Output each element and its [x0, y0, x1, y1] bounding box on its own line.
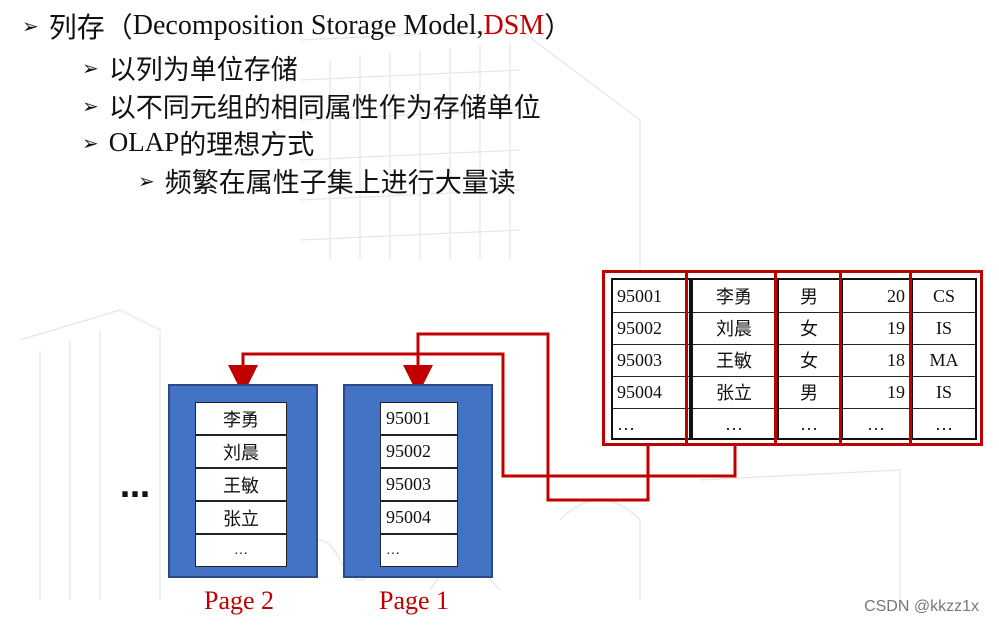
page-cell: … — [380, 534, 458, 567]
bullet-text: 的理想方式 — [179, 130, 315, 161]
table-cell: 王敏 — [693, 344, 775, 377]
table-cell: 男 — [779, 280, 839, 313]
table-cell: 女 — [779, 312, 839, 345]
table-cell: … — [800, 413, 818, 434]
page-1: 95001 95002 95003 95004 … — [343, 384, 493, 578]
page-cell: 张立 — [195, 501, 287, 534]
bullet-column-store: ➢ 列存（ Decomposition Storage Model, DSM ） — [22, 6, 572, 46]
table-cell: 刘晨 — [693, 312, 775, 345]
bullet-model-name: Decomposition Storage Model, — [132, 10, 484, 41]
page-2: 李勇 刘晨 王敏 张立 … — [168, 384, 318, 578]
column-highlight-sex — [774, 270, 842, 446]
table-cell: 男 — [779, 376, 839, 409]
page-cell: 95002 — [380, 435, 458, 468]
more-pages-ellipsis: … — [120, 470, 152, 505]
page-1-label: Page 1 — [379, 586, 450, 615]
table-cell: 19 — [843, 312, 909, 345]
bullet-same-attribute-unit: ➢ 以不同元组的相同属性作为存储单位 — [82, 86, 541, 125]
table-cell: … — [617, 413, 635, 434]
table-cell: 李勇 — [693, 280, 775, 313]
table-cell: MA — [913, 344, 975, 377]
table-cell: 20 — [843, 280, 909, 313]
page-cell: 王敏 — [195, 468, 287, 501]
table-cell: 95001 — [613, 280, 689, 313]
bullet-model-abbr: DSM — [483, 10, 545, 41]
table-cell: … — [725, 413, 743, 434]
column-highlight-name — [685, 270, 777, 446]
table-cell: IS — [913, 376, 975, 409]
table-cell: 女 — [779, 344, 839, 377]
table-cell: CS — [913, 280, 975, 313]
column-highlight-age — [839, 270, 912, 446]
table-cell: … — [935, 413, 953, 434]
bullet-olap-term: OLAP — [108, 127, 180, 157]
page-cell: 95004 — [380, 501, 458, 534]
bullet-arrow-icon: ➢ — [22, 14, 39, 38]
page-cell: 刘晨 — [195, 435, 287, 468]
page-2-label: Page 2 — [204, 586, 275, 615]
table-cell: 95003 — [613, 344, 689, 377]
table-cell: … — [867, 413, 885, 434]
bullet-text-suffix: ） — [544, 11, 573, 44]
table-column-id: 95001 95002 95003 95004 … — [611, 278, 691, 440]
table-cell: 95004 — [613, 376, 689, 409]
table-cell: 19 — [843, 376, 909, 409]
bullet-arrow-icon: ➢ — [82, 130, 99, 155]
bullet-text: 以不同元组的相同属性作为存储单位 — [108, 93, 541, 124]
bullet-text-prefix: 列存（ — [48, 11, 133, 44]
page-cell: 95003 — [380, 468, 458, 501]
bullet-olap-ideal: ➢ OLAP 的理想方式 — [82, 123, 314, 162]
watermark: CSDN @kkzz1x — [864, 598, 979, 615]
table-column-sex: 男 女 女 男 … — [777, 278, 841, 440]
table-cell: 张立 — [693, 376, 775, 409]
table-cell: 18 — [843, 344, 909, 377]
table-cell: IS — [913, 312, 975, 345]
bullet-store-by-column: ➢ 以列为单位存储 — [82, 48, 298, 87]
bullet-arrow-icon: ➢ — [138, 168, 155, 193]
bullet-frequent-reads: ➢ 频繁在属性子集上进行大量读 — [138, 161, 516, 200]
bullet-arrow-icon: ➢ — [82, 55, 99, 80]
bullet-arrow-icon: ➢ — [82, 93, 99, 118]
page-cell: 李勇 — [195, 402, 287, 435]
bullet-text: 以列为单位存储 — [108, 55, 298, 86]
page-cell: 95001 — [380, 402, 458, 435]
bullet-text: 频繁在属性子集上进行大量读 — [164, 168, 516, 199]
page-cell: … — [195, 534, 287, 567]
table-cell: 95002 — [613, 312, 689, 345]
table-column-dept: CS IS MA IS … — [911, 278, 977, 440]
